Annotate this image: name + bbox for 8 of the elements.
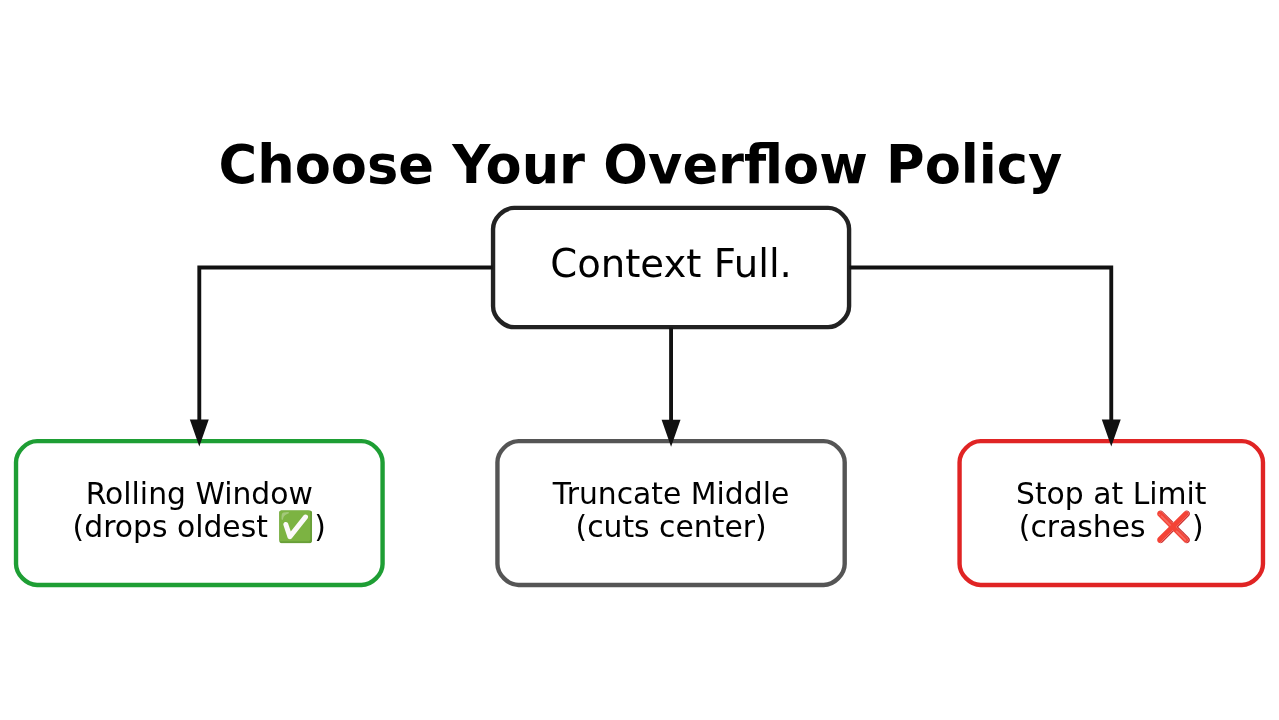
node-box: Stop at Limit (crashes ❌)	[957, 438, 1266, 587]
node-box: Truncate Middle (cuts center)	[495, 438, 847, 587]
arrow	[661, 327, 681, 447]
arrow	[189, 265, 493, 447]
arrow	[849, 265, 1121, 447]
diagram-title: Choose Your Overflow Policy	[218, 133, 1063, 195]
node-box: Rolling Window (drops oldest ✅)	[13, 438, 385, 587]
node-box: Context Full.	[490, 205, 852, 329]
